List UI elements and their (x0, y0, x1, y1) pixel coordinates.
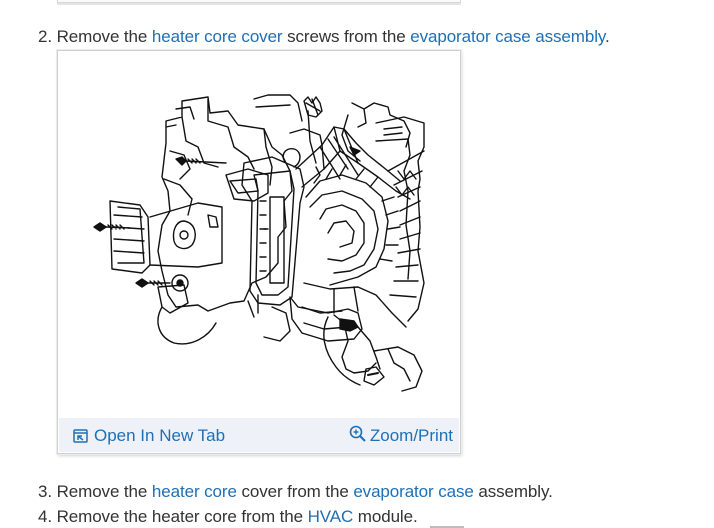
open-in-new-tab-button[interactable]: Open In New Tab (73, 425, 225, 447)
heater-core-cover-link[interactable]: heater core cover (151, 27, 283, 46)
previous-figure-frame (57, 0, 461, 3)
step-text: assembly. (478, 482, 553, 501)
step-text: Remove the heater core from the (56, 507, 303, 526)
step-2: 2. Remove the heater core cover screws f… (38, 26, 610, 48)
evaporator-case-link[interactable]: evaporator case (353, 482, 474, 501)
open-new-tab-icon (73, 429, 88, 443)
step-text: module. (357, 507, 418, 526)
step-text: screws from the (287, 27, 406, 46)
step-text: . (605, 27, 610, 46)
next-figure-frame-edge (430, 526, 464, 528)
heater-core-link[interactable]: heater core (151, 482, 237, 501)
step-4: 4. Remove the heater core from the HVAC … (38, 506, 418, 528)
figure-toolbar: Open In New Tab Zoom/Print (59, 418, 459, 452)
open-in-new-tab-label: Open In New Tab (94, 426, 226, 445)
step-text: Remove the (56, 27, 148, 46)
evaporator-case-assembly-link[interactable]: evaporator case assembly (410, 27, 606, 46)
step-text: cover from the (241, 482, 349, 501)
step-number: 3. (38, 482, 52, 501)
figure-card: Open In New Tab Zoom/Print (57, 50, 461, 454)
step-number: 4. (38, 507, 52, 526)
step-number: 2. (38, 27, 52, 46)
step-3: 3. Remove the heater core cover from the… (38, 481, 553, 503)
zoom-print-button[interactable]: Zoom/Print (349, 425, 453, 447)
evaporator-case-diagram[interactable] (58, 51, 460, 419)
zoom-in-icon (349, 425, 366, 442)
zoom-print-label: Zoom/Print (369, 426, 453, 445)
step-text: Remove the (56, 482, 148, 501)
hvac-link[interactable]: HVAC (307, 507, 354, 526)
